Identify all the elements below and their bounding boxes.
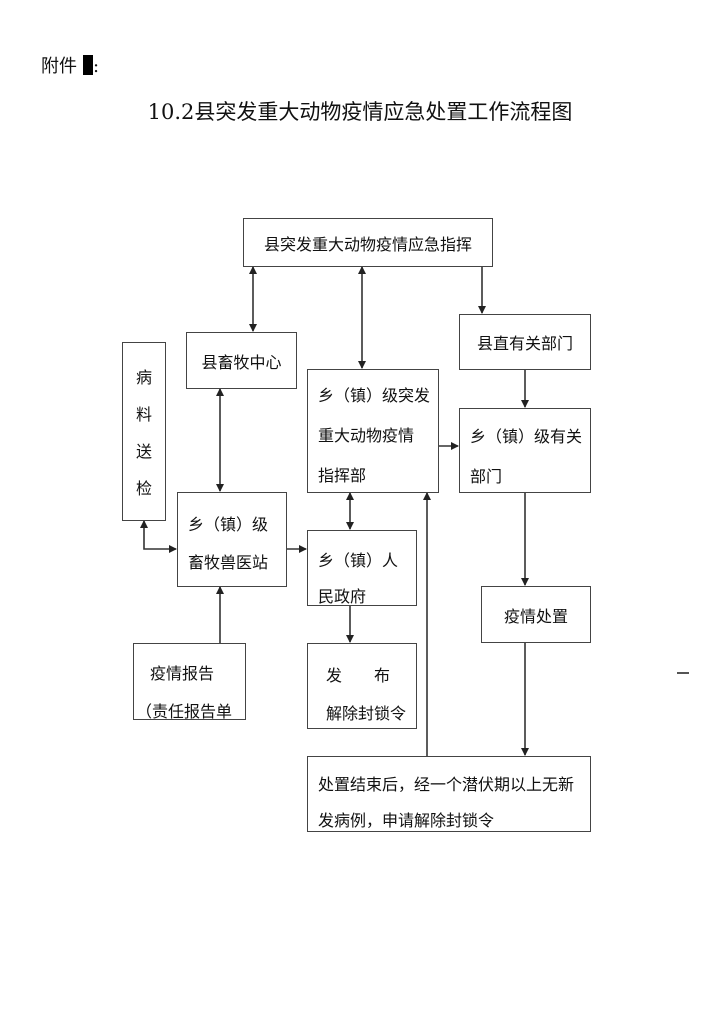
node-final-step: 处置结束后，经一个潜伏期以上无新 发病例，申请解除封锁令 [307, 756, 591, 832]
node-epidemic-handling: 疫情处置 [481, 586, 591, 643]
stray-dash-mark [677, 672, 689, 674]
node-release-order: 发 布 解除封锁令 [307, 643, 417, 729]
node-township-vet-station: 乡（镇）级 畜牧兽医站 [177, 492, 287, 587]
node-township-command: 乡（镇）级突发 重大动物疫情 指挥部 [307, 369, 439, 493]
node-county-livestock-center: 县畜牧中心 [186, 332, 297, 389]
node-county-departments: 县直有关部门 [459, 314, 591, 370]
arrow-sample-vet [140, 520, 177, 553]
page-title: 10.2县突发重大动物疫情应急处置工作流程图 [147, 100, 573, 124]
node-county-command: 县突发重大动物疫情应急指挥 [243, 218, 493, 267]
node-township-departments: 乡（镇）级有关 部门 [459, 408, 591, 493]
node-sample-inspection: 病料送检 [122, 342, 166, 521]
redaction-block [83, 55, 93, 75]
node-township-government: 乡（镇）人 民政府 [307, 530, 417, 606]
node-epidemic-report: 疫情报告 （责任报告单 [133, 643, 246, 721]
attachment-label: 附件: [41, 55, 100, 77]
